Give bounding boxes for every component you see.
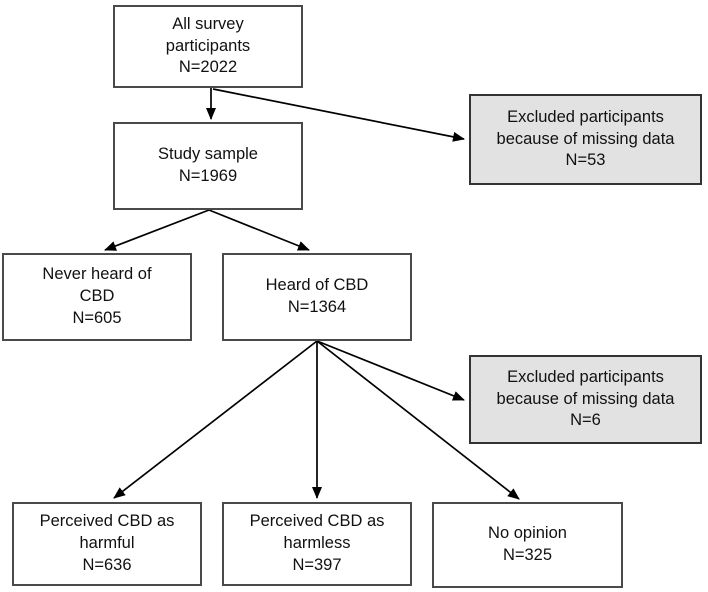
- node-heard-of-cbd-label: Heard of CBD N=1364: [265, 276, 369, 316]
- node-excluded-missing-6: Excluded participants because of missing…: [469, 355, 702, 444]
- node-study-sample: Study sample N=1969: [113, 122, 303, 210]
- node-heard-of-cbd: Heard of CBD N=1364: [222, 253, 412, 341]
- node-perceived-cbd-harmless-label: Perceived CBD as harmless N=397: [249, 512, 385, 574]
- arrow-study-sample-to-never-heard: [104, 209, 210, 251]
- node-perceived-cbd-harmful: Perceived CBD as harmful N=636: [12, 502, 202, 586]
- node-perceived-cbd-harmless: Perceived CBD as harmless N=397: [222, 502, 412, 586]
- arrow-study-sample-to-heard: [208, 209, 310, 251]
- node-study-sample-label: Study sample N=1969: [158, 145, 258, 185]
- node-all-participants-label: All survey participants N=2022: [165, 14, 251, 77]
- node-no-opinion: No opinion N=325: [432, 502, 623, 588]
- arrow-heard-to-excluded-6: [316, 340, 465, 401]
- node-excluded-missing-53: Excluded participants because of missing…: [469, 94, 702, 185]
- node-all-participants: All survey participants N=2022: [113, 5, 303, 88]
- node-excluded-missing-6-label: Excluded participants because of missing…: [496, 367, 675, 430]
- node-never-heard-of-cbd: Never heard of CBD N=605: [2, 253, 192, 341]
- node-no-opinion-label: No opinion N=325: [488, 524, 567, 564]
- node-excluded-missing-53-label: Excluded participants because of missing…: [496, 107, 675, 170]
- node-never-heard-of-cbd-label: Never heard of CBD N=605: [42, 265, 152, 327]
- node-perceived-cbd-harmful-label: Perceived CBD as harmful N=636: [39, 512, 175, 574]
- arrow-heard-to-harmful: [113, 340, 318, 499]
